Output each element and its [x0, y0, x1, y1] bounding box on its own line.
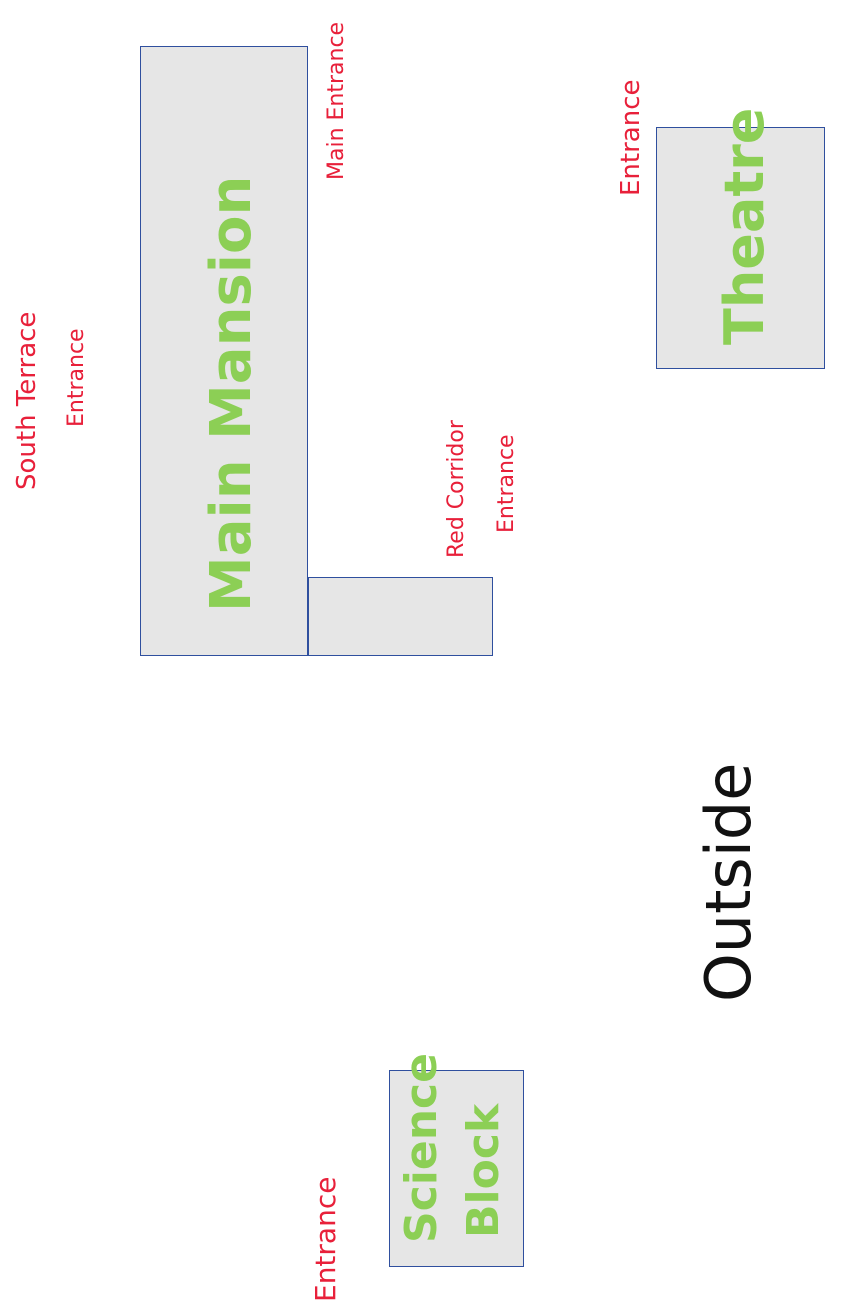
science-block-building: [389, 1070, 524, 1267]
theatre-label: Theatre: [713, 107, 776, 345]
science-block-label-line1: Science: [396, 1053, 447, 1243]
science-block-entrance-label: Entrance: [309, 1176, 342, 1302]
red-corridor-label-line2: Entrance: [494, 434, 519, 533]
south-terrace-label-line1: South Terrace: [12, 311, 42, 490]
main-mansion-building: [140, 46, 308, 656]
red-corridor-label-line1: Red Corridor: [444, 420, 469, 558]
main-entrance-label: Main Entrance: [324, 21, 349, 180]
science-block-label-line2: Block: [458, 1103, 509, 1238]
outside-area-label: Outside: [692, 762, 765, 1002]
theatre-entrance-label: Entrance: [616, 79, 646, 197]
south-terrace-label-line2: Entrance: [64, 328, 89, 427]
main-mansion-wing: [308, 577, 493, 656]
main-mansion-label: Main Mansion: [199, 175, 264, 612]
theatre-building: [656, 127, 825, 369]
